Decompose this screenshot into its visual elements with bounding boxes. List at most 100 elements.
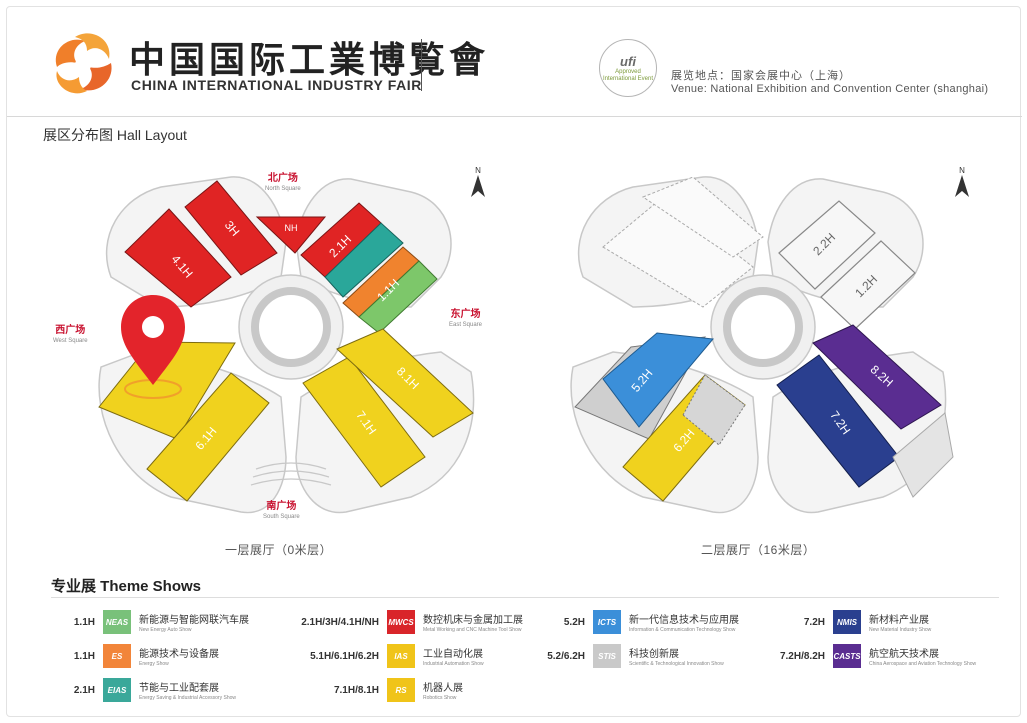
theme-show-hall: 7.2H/8.2H [779,650,825,662]
east-square-label: 东广场 East Square [449,309,483,328]
theme-show-hall: 5.2H [563,616,585,628]
theme-show-hall: 7.2H [803,616,825,628]
fair-name-cn: 中国国际工業博覧會 [129,39,490,81]
venue-en: Venue: National Exhibition and Conventio… [671,83,989,95]
theme-show-name-en: Energy Saving & Industrial Accessory Sho… [139,695,236,701]
theme-show-hall: 1.1H [73,616,95,628]
theme-show-name-cn: 数控机床与金属加工展 [423,615,523,626]
theme-show-logo-icon: ES [103,644,131,668]
hall-5-2h[interactable]: 5.2H [574,332,714,440]
header: 中国国际工業博覧會 CHINA INTERNATIONAL INDUSTRY F… [7,7,1022,117]
theme-show-name-en: Information & Communication Technology S… [629,627,736,633]
theme-show-logo-icon: RS [387,678,415,702]
floor2-nw-area [602,176,764,308]
theme-show-name-cn: 能源技术与设备展 [139,649,219,660]
floor2-center-ring [723,287,803,367]
hall-layout-title: 展区分布图 Hall Layout [43,127,187,143]
hall-7-1h[interactable]: 7.1H [302,356,426,488]
theme-show-logo-icon: CASTS [833,644,861,668]
floor2-map: 2.2H 1.2H 5.2H 6.2H 7.2H 8.2H [570,176,954,514]
theme-show-logo-icon: NMIS [833,610,861,634]
theme-shows-divider [51,597,999,598]
theme-show-logo-icon: EIAS [103,678,131,702]
theme-show-logo-icon: IAS [387,644,415,668]
hall-7-2h[interactable]: 7.2H [776,354,900,488]
theme-show-name-en: New Energy Auto Show [139,627,192,633]
hall-6-2h[interactable]: 6.2H [622,374,746,502]
theme-show-hall: 5.1H/6.1H/6.2H [310,650,379,662]
north-square-label: 北广场 North Square [265,173,301,192]
theme-show-name-cn: 新材料产业展 [869,615,929,626]
theme-show-hall: 5.2/6.2H [547,650,585,662]
hall-1-2h[interactable]: 1.2H [820,240,916,330]
svg-text:N: N [475,166,481,175]
ufi-logo-text: ufi [620,53,636,69]
theme-show-name-en: New Material Industry Show [869,627,932,633]
ufi-logo: ufi Approved International Event [599,39,657,97]
fair-logo-icon [55,33,112,94]
theme-show-name-en: Scientific & Technological Innovation Sh… [629,661,724,667]
theme-show-name-cn: 航空航天技术展 [869,649,939,660]
hall-1-1h[interactable]: 1.1H [342,246,438,334]
hall-8-1h[interactable]: 8.1H [336,328,474,438]
hall-6-1h[interactable]: 6.1H [146,372,270,502]
location-pin-icon [121,295,185,399]
ufi-logo-subtext: Approved International Event [602,68,654,82]
floor2-se-area [892,412,954,498]
south-entrance-steps [250,462,332,486]
theme-show-hall: 1.1H [73,650,95,662]
theme-show-hall: 2.1H [73,684,95,696]
fair-name-en: CHINA INTERNATIONAL INDUSTRY FAIR [131,77,422,93]
theme-show-name-en: Energy Show [139,661,169,667]
hall-4-1h[interactable]: 4.1H [124,208,232,308]
center-ring [251,287,331,367]
venue-cn: 展览地点：国家会展中心（上海） [671,70,851,82]
page-frame: 中国国际工業博覧會 CHINA INTERNATIONAL INDUSTRY F… [6,6,1022,717]
theme-show-hall: 7.1H/8.1H [333,684,379,696]
hall-2-1h[interactable]: 2.1H [300,202,404,298]
west-square-label: 西广场 West Square [53,325,88,344]
floor1-north-arrow-icon: N [471,166,485,197]
hall-5-1h[interactable] [98,341,236,440]
theme-show-logo-icon: NEAS [103,610,131,634]
theme-show-name-cn: 新一代信息技术与应用展 [629,615,739,626]
theme-show-name-cn: 新能源与智能网联汽车展 [139,615,249,626]
south-square-label: 南广场 South Square [263,501,300,520]
theme-show-name-en: Metal Working and CNC Machine Tool Show [423,627,522,633]
svg-text:N: N [959,166,965,175]
floor1-label: 一层展厅（0米层） [225,543,333,557]
theme-show-logo-icon: STIS [593,644,621,668]
floor2-label: 二层展厅（16米层） [701,543,816,557]
hall-nh[interactable]: NH [255,216,327,254]
theme-show-name-en: Industrial Automation Show [423,661,484,667]
floor2-north-arrow-icon: N [955,166,969,197]
hall-8-2h[interactable]: 8.2H [812,324,942,430]
theme-show-name-en: China Aerospace and Aviation Technology … [869,661,977,667]
theme-show-logo-icon: ICTS [593,610,621,634]
hall-3h[interactable]: 3H [184,180,278,276]
hall-2-2h[interactable]: 2.2H [778,200,876,290]
theme-shows-title: 专业展 Theme Shows [51,578,202,595]
theme-show-name-cn: 科技创新展 [629,649,679,660]
theme-show-logo-icon: MWCS [387,610,415,634]
header-divider [421,39,422,91]
